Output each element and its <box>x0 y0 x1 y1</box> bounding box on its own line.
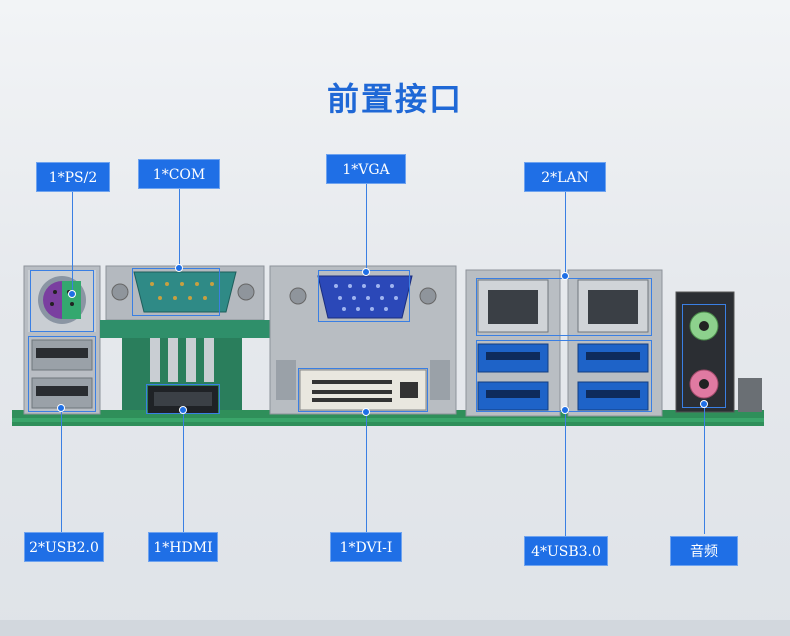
lan-dot <box>561 272 569 280</box>
vga-line <box>366 184 367 272</box>
com-line <box>179 188 180 268</box>
dvi-highlight <box>298 368 428 412</box>
ps2-line <box>72 190 73 294</box>
ps2-highlight <box>30 270 94 332</box>
label-audio: 音频 <box>670 536 738 566</box>
usb2-dot <box>57 404 65 412</box>
usb3-highlight <box>476 340 652 412</box>
label-com: 1*COM <box>138 159 220 189</box>
com-highlight <box>132 268 220 316</box>
label-usb3: 4*USB3.0 <box>524 536 608 566</box>
audio-line <box>704 404 705 534</box>
label-usb2: 2*USB2.0 <box>24 532 104 562</box>
dvi-dot <box>362 408 370 416</box>
com-dot <box>175 264 183 272</box>
usb2-highlight <box>28 336 96 412</box>
label-ps2: 1*PS/2 <box>36 162 110 192</box>
lan-highlight <box>476 278 652 336</box>
audio-dot <box>700 400 708 408</box>
audio-highlight <box>682 304 726 408</box>
dvi-line <box>366 412 367 532</box>
hdmi-dot <box>179 406 187 414</box>
lan-line <box>565 192 566 276</box>
vga-dot <box>362 268 370 276</box>
bottom-band <box>0 620 790 636</box>
page-title: 前置接口 <box>326 80 463 118</box>
ps2-dot <box>68 290 76 298</box>
label-lan: 2*LAN <box>524 162 606 192</box>
vga-highlight <box>318 270 410 322</box>
label-hdmi: 1*HDMI <box>148 532 218 562</box>
usb3-line <box>565 410 566 536</box>
label-dvi: 1*DVI-I <box>330 532 402 562</box>
hdmi-line <box>183 410 184 532</box>
usb3-dot <box>561 406 569 414</box>
usb2-line <box>61 408 62 532</box>
label-vga: 1*VGA <box>326 154 406 184</box>
